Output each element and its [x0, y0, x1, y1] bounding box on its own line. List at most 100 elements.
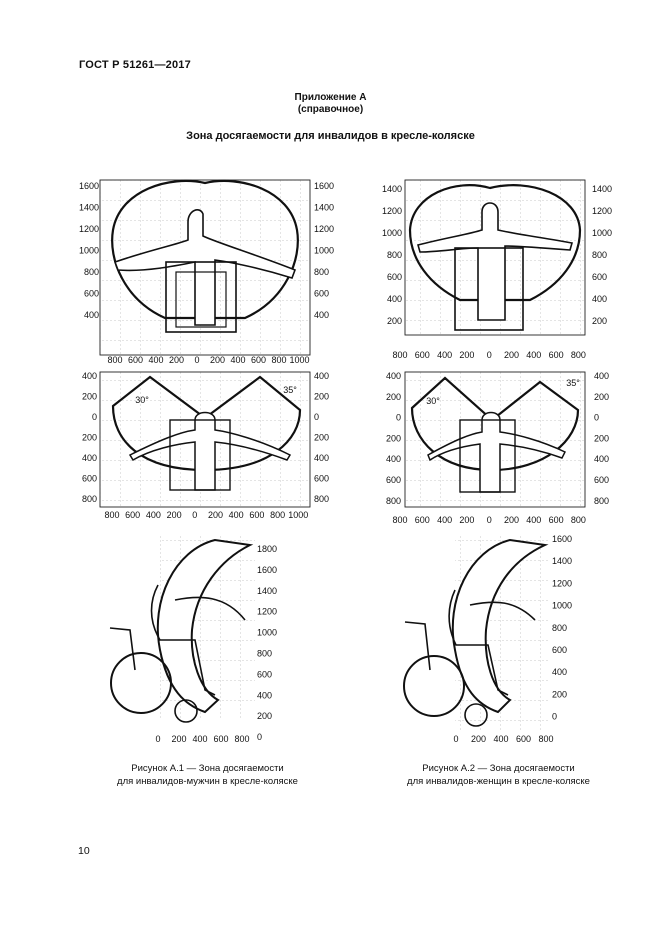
y-tick-label: 200 [314, 433, 329, 443]
y-tick-label: 200 [386, 392, 401, 402]
y-tick-label: 1400 [314, 203, 334, 213]
angle-label: 30° [135, 395, 149, 405]
y-tick-label: 1000 [314, 246, 334, 256]
y-tick-label: 600 [594, 475, 609, 485]
person-figure [113, 209, 297, 326]
y-tick-label: 200 [257, 711, 272, 721]
x-tick-label: 600 [251, 355, 266, 365]
y-tick-label: 800 [386, 496, 401, 506]
y-tick-label: 600 [314, 474, 329, 484]
x-tick-label: 400 [526, 515, 541, 525]
document-code: ГОСТ Р 51261—2017 [79, 59, 191, 71]
x-tick-label: 800 [270, 510, 285, 520]
fig2-side-view [403, 535, 550, 730]
figure-a2-caption-line1: Рисунок А.2 — Зона досягаемости [422, 763, 575, 774]
annex-title: Приложение А [294, 92, 367, 103]
y-tick-label: 400 [314, 453, 329, 463]
x-tick-label: 600 [549, 350, 564, 360]
y-tick-label: 1600 [552, 534, 572, 544]
x-tick-label: 200 [167, 510, 182, 520]
y-tick-label: 1400 [382, 184, 402, 194]
y-tick-label: 1800 [257, 544, 277, 554]
x-tick-label: 800 [538, 734, 553, 744]
angle-label: 30° [426, 396, 440, 406]
x-tick-label: 400 [437, 350, 452, 360]
x-tick-label: 800 [571, 515, 586, 525]
x-tick-label: 600 [213, 734, 228, 744]
y-tick-label: 1400 [592, 184, 612, 194]
x-tick-label: 400 [229, 510, 244, 520]
wheel [110, 652, 172, 714]
y-tick-label: 1600 [257, 565, 277, 575]
y-tick-label: 1400 [552, 556, 572, 566]
y-tick-label: 1000 [257, 628, 277, 638]
front-caster [464, 703, 488, 727]
x-tick-label: 0 [155, 734, 160, 744]
angle-label: 35° [566, 378, 580, 388]
x-tick-label: 200 [208, 510, 223, 520]
y-tick-label: 1400 [79, 203, 99, 213]
x-tick-label: 800 [104, 510, 119, 520]
wheelchair-outline [459, 419, 516, 493]
y-tick-label: 400 [386, 371, 401, 381]
y-tick-label: 1200 [382, 206, 402, 216]
x-tick-label: 200 [169, 355, 184, 365]
reach-zone-outline [111, 375, 302, 472]
y-tick-label: 200 [594, 392, 609, 402]
x-tick-label: 800 [271, 355, 286, 365]
x-tick-label: 200 [171, 734, 186, 744]
x-tick-label: 600 [125, 510, 140, 520]
x-tick-label: 1000 [288, 510, 308, 520]
y-tick-label: 1000 [592, 228, 612, 238]
y-tick-label: 600 [552, 645, 567, 655]
x-tick-label: 0 [487, 515, 492, 525]
fig2-top-view [404, 371, 586, 508]
person-figure [427, 411, 567, 493]
fig1-side-view [109, 535, 255, 723]
y-tick-label: 1000 [79, 246, 99, 256]
y-tick-label: 600 [82, 474, 97, 484]
fig1-top-view [99, 371, 311, 508]
y-tick-label: 600 [386, 475, 401, 485]
reach-zone-outline [408, 184, 582, 302]
x-tick-label: 600 [249, 510, 264, 520]
y-tick-label: 0 [92, 412, 97, 422]
y-tick-label: 800 [314, 494, 329, 504]
y-tick-label: 600 [84, 289, 99, 299]
figure-a2-caption: Рисунок А.2 — Зона досягаемости для инва… [386, 762, 611, 788]
y-tick-label: 1200 [79, 224, 99, 234]
y-tick-label: 400 [82, 371, 97, 381]
y-tick-label: 600 [257, 669, 272, 679]
x-tick-label: 800 [107, 355, 122, 365]
y-tick-label: 200 [592, 316, 607, 326]
y-tick-label: 800 [84, 267, 99, 277]
y-tick-label: 400 [82, 453, 97, 463]
wheelchair-outline [165, 261, 237, 333]
x-tick-label: 400 [148, 355, 163, 365]
y-tick-label: 1400 [257, 586, 277, 596]
x-tick-label: 200 [504, 515, 519, 525]
y-tick-label: 1000 [382, 228, 402, 238]
y-tick-label: 200 [552, 689, 567, 699]
figure-a1-caption: Рисунок А.1 — Зона досягаемости для инва… [95, 762, 320, 788]
y-tick-label: 800 [82, 494, 97, 504]
x-tick-label: 200 [471, 734, 486, 744]
x-tick-label: 0 [487, 350, 492, 360]
x-tick-label: 200 [504, 350, 519, 360]
figure-a2-caption-line2: для инвалидов-женщин в кресле-коляске [407, 776, 590, 787]
y-tick-label: 1200 [257, 607, 277, 617]
x-tick-label: 600 [128, 355, 143, 365]
y-tick-label: 1200 [592, 206, 612, 216]
figure-a1-caption-line1: Рисунок А.1 — Зона досягаемости [131, 763, 284, 774]
y-tick-label: 800 [592, 250, 607, 260]
y-tick-label: 400 [314, 310, 329, 320]
axis-tick-labels: 1600140012001000800600400160014001200100… [79, 181, 612, 744]
x-tick-label: 200 [210, 355, 225, 365]
y-tick-label: 600 [592, 272, 607, 282]
x-tick-label: 600 [516, 734, 531, 744]
y-tick-label: 600 [387, 272, 402, 282]
fig2-front-view [404, 179, 586, 336]
reach-zone-outline [410, 376, 580, 472]
y-tick-label: 1000 [552, 601, 572, 611]
